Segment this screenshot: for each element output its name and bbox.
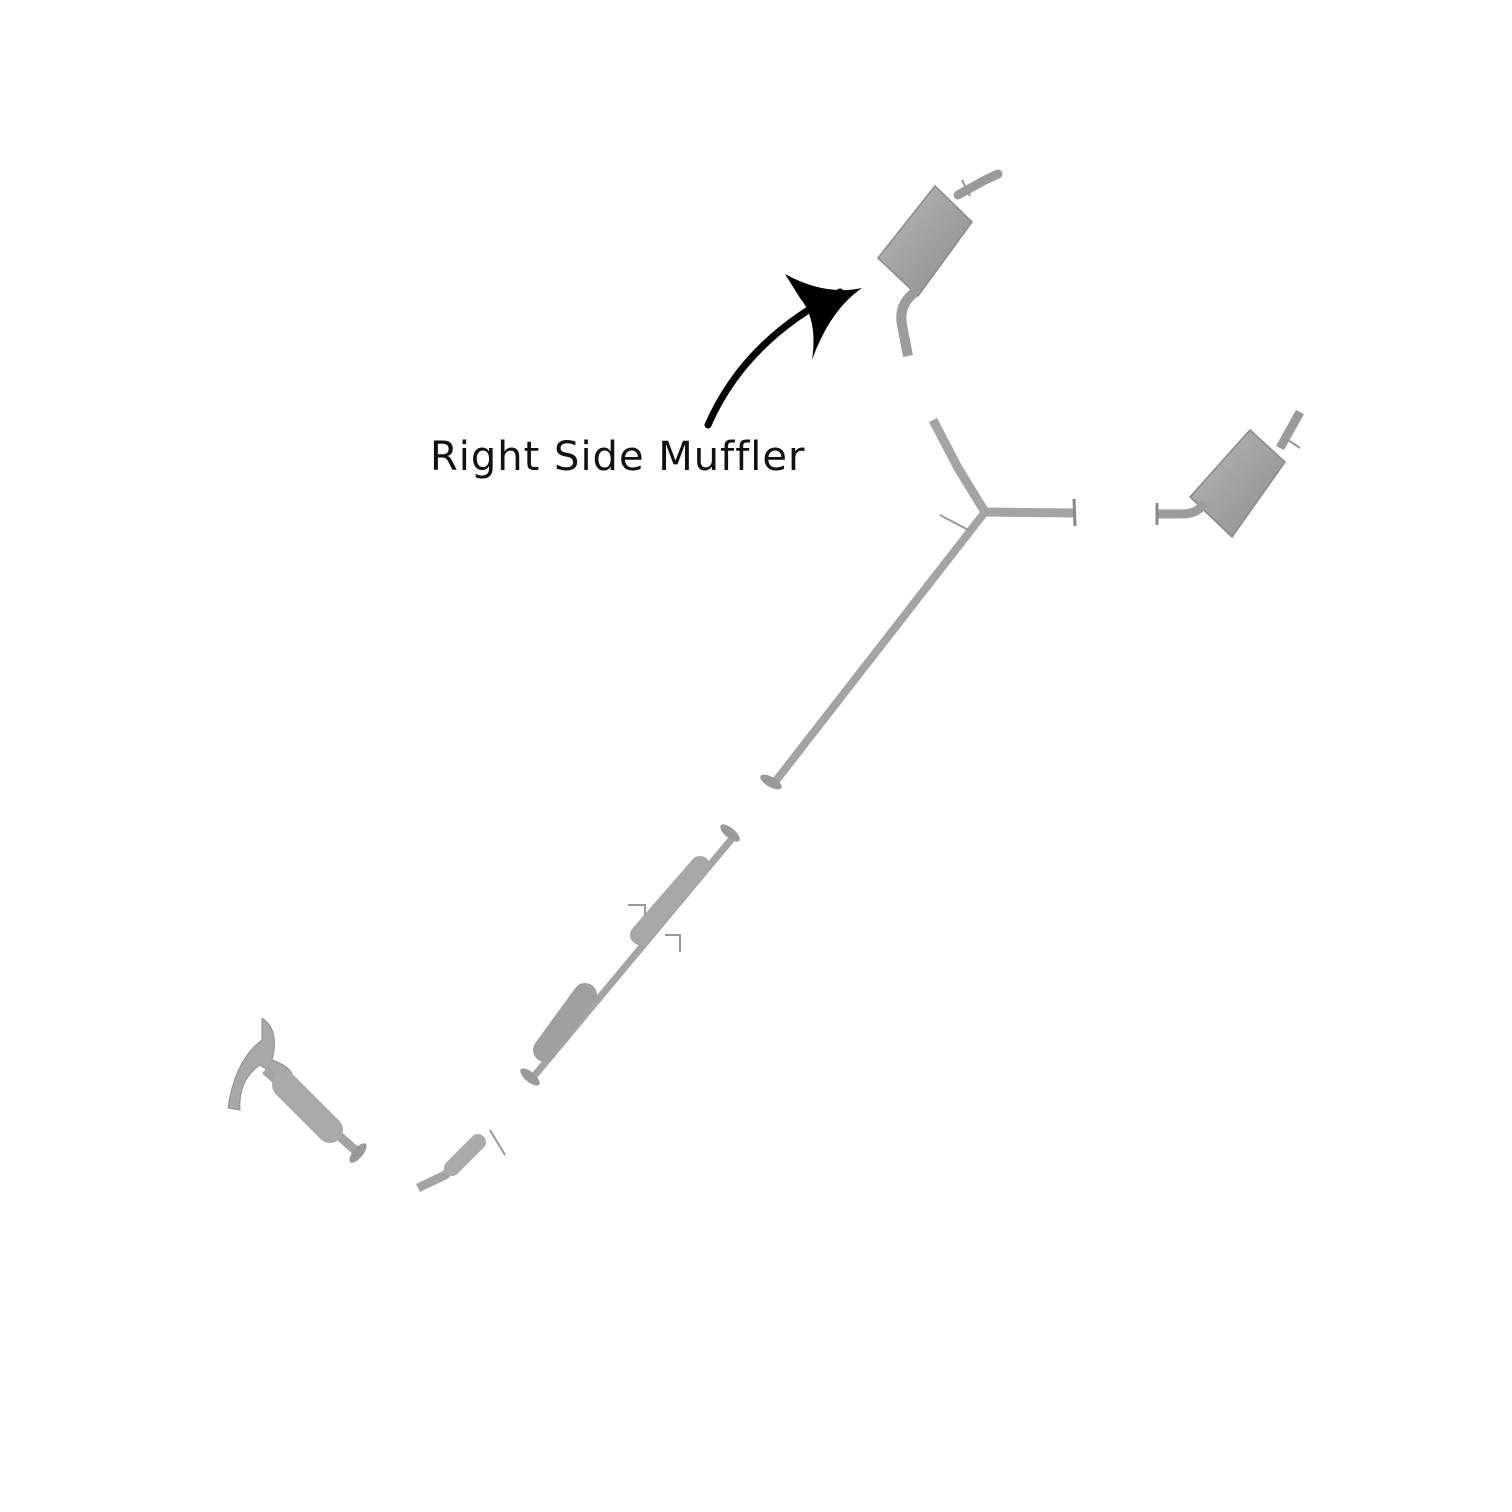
annotation-arrow — [704, 274, 862, 429]
y-pipe — [760, 417, 1077, 790]
right-side-muffler-label: Right Side Muffler — [430, 434, 806, 480]
front-catalytic-converter — [416, 1129, 506, 1193]
left-side-muffler — [1155, 409, 1304, 539]
exhaust-manifold — [227, 1017, 367, 1163]
resonator-and-catalytic-converter-pipe — [520, 824, 740, 1086]
right-side-muffler — [876, 169, 1003, 357]
